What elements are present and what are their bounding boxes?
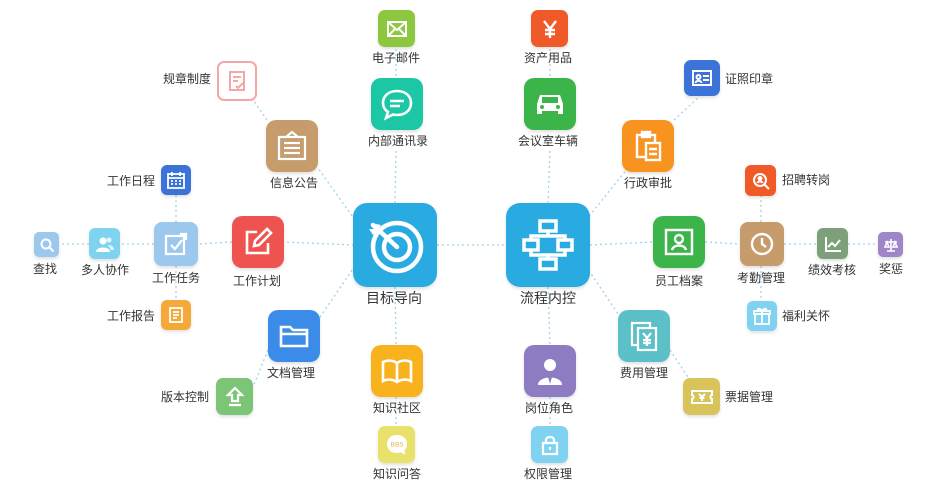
rules-label: 规章制度 <box>163 72 212 86</box>
connector-line <box>585 167 629 221</box>
assets-label: 资产用品 <box>524 51 573 65</box>
connector-line <box>197 241 233 245</box>
knowledge-label: 知识社区 <box>373 401 422 415</box>
car-icon <box>524 78 576 130</box>
lock-icon <box>531 426 568 463</box>
internal-comm-label: 内部通讯录 <box>368 134 429 148</box>
connector-line <box>317 167 356 221</box>
report-icon <box>161 300 191 330</box>
position-role-label: 岗位角色 <box>525 401 574 415</box>
meeting-vehicle-label: 会议室车辆 <box>518 134 579 148</box>
documents-label: 文档管理 <box>267 366 316 380</box>
flowchart-icon <box>506 203 590 287</box>
permissions-label: 权限管理 <box>524 467 573 481</box>
person-card-icon <box>653 216 705 268</box>
staff-file-label: 员工档案 <box>655 274 704 288</box>
gift-icon <box>747 301 777 331</box>
admin-approval-label: 行政审批 <box>624 176 673 190</box>
magnifier-person-icon <box>745 165 776 196</box>
email-label: 电子邮件 <box>372 51 421 65</box>
connector-line <box>669 349 691 381</box>
trend-chart-icon <box>817 228 848 259</box>
search-icon <box>34 232 59 257</box>
work-plan-label: 工作计划 <box>233 274 282 288</box>
performance-label: 绩效考核 <box>808 263 857 277</box>
calendar-icon <box>161 165 191 195</box>
work-task-label: 工作任务 <box>152 271 201 285</box>
clipboard-icon <box>622 120 674 172</box>
hub-target-label: 目标导向 <box>366 291 422 307</box>
ticket-icon <box>683 378 720 415</box>
checkbox-edit-icon <box>154 222 198 266</box>
certificates-label: 证照印章 <box>725 72 774 86</box>
scales-icon <box>878 232 903 257</box>
people-icon <box>89 228 120 259</box>
welfare-label: 福利关怀 <box>782 309 831 323</box>
yen-icon <box>531 10 568 47</box>
yen-documents-icon <box>618 310 670 362</box>
attendance-label: 考勤管理 <box>737 271 786 285</box>
connector-line <box>317 265 356 321</box>
id-card-icon <box>684 60 720 96</box>
connector-line <box>589 241 654 246</box>
tickets-label: 票据管理 <box>725 390 774 404</box>
notice-board-icon <box>266 120 318 172</box>
connector-line <box>252 349 269 388</box>
document-check-icon <box>217 61 257 101</box>
envelope-icon <box>378 10 415 47</box>
collab-label: 多人协作 <box>81 263 130 277</box>
hub-process-label: 流程内控 <box>520 291 576 307</box>
knowledge-qa-label: 知识问答 <box>373 467 422 481</box>
info-notice-label: 信息公告 <box>270 176 319 190</box>
recruit-label: 招聘转岗 <box>782 173 831 187</box>
connector-line <box>250 96 268 121</box>
upload-icon <box>216 378 253 415</box>
version-label: 版本控制 <box>161 390 210 404</box>
bbs-bubble-icon: BBS <box>378 426 415 463</box>
work-schedule-label: 工作日程 <box>107 174 156 188</box>
book-icon <box>371 345 423 397</box>
connector-line <box>585 265 623 321</box>
connector-line <box>547 149 551 204</box>
clock-icon <box>740 222 784 266</box>
connector-line <box>283 241 355 246</box>
user-tie-icon <box>524 345 576 397</box>
rewards-label: 奖惩 <box>879 262 904 276</box>
work-report-label: 工作报告 <box>107 309 156 323</box>
connector-line <box>673 95 701 121</box>
target-icon <box>353 203 437 287</box>
bbs-icon-text: BBS <box>390 440 403 448</box>
connector-line <box>704 241 741 245</box>
search-label: 查找 <box>33 262 58 276</box>
expenses-label: 费用管理 <box>620 366 669 380</box>
chat-bubble-icon <box>371 78 423 130</box>
pencil-square-icon <box>232 216 284 268</box>
folder-icon <box>268 310 320 362</box>
connector-line <box>394 149 397 204</box>
